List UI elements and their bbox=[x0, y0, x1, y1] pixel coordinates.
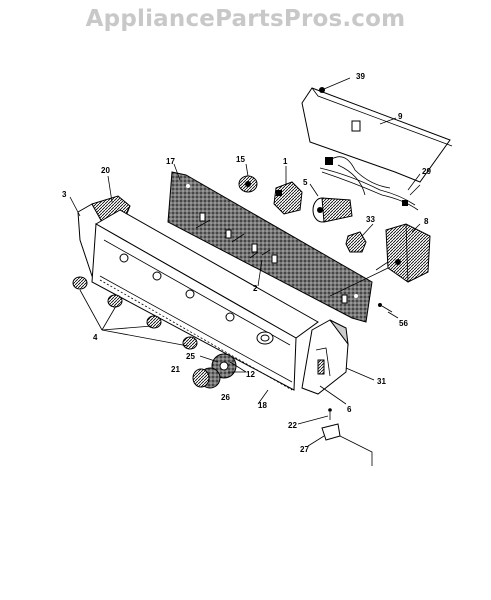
callout-56: 56 bbox=[399, 319, 408, 328]
callout-39: 39 bbox=[356, 72, 365, 81]
part-9-rear-cover bbox=[301, 87, 453, 183]
callout-18: 18 bbox=[258, 401, 267, 410]
part-5-pressure-switch bbox=[312, 197, 353, 223]
part-29-wire-harness bbox=[319, 156, 421, 211]
callout-31: 31 bbox=[377, 377, 386, 386]
part-4-knobs bbox=[72, 276, 198, 350]
callout-20: 20 bbox=[101, 166, 110, 175]
callout-27: 27 bbox=[300, 445, 309, 454]
callout-5: 5 bbox=[303, 178, 308, 187]
callout-2: 2 bbox=[253, 284, 258, 293]
callout-4: 4 bbox=[93, 333, 98, 342]
callout-21: 21 bbox=[171, 365, 180, 374]
part-27-bracket bbox=[321, 423, 373, 466]
callout-25: 25 bbox=[186, 352, 195, 361]
callout-9: 9 bbox=[398, 112, 403, 121]
part-39-screw bbox=[319, 77, 351, 93]
callout-26: 26 bbox=[221, 393, 230, 402]
part-21-knob bbox=[192, 368, 210, 388]
part-1-switch bbox=[273, 181, 303, 215]
watermark: AppliancePartsPros.com bbox=[85, 6, 406, 32]
callout-8: 8 bbox=[424, 217, 429, 226]
callout-1: 1 bbox=[283, 157, 288, 166]
assembly-guide-lines bbox=[99, 219, 389, 391]
part-31-right-end-cap bbox=[301, 319, 349, 395]
callout-3: 3 bbox=[62, 190, 67, 199]
part-22-screw bbox=[328, 408, 332, 420]
part-15-switch bbox=[238, 175, 258, 193]
leader-lines bbox=[69, 117, 421, 447]
part-17-console-panel bbox=[167, 171, 373, 323]
part-56-screw bbox=[378, 303, 393, 313]
callout-33: 33 bbox=[366, 215, 375, 224]
callout-22: 22 bbox=[288, 421, 297, 430]
part-18-console-front bbox=[91, 209, 319, 391]
callout-12: 12 bbox=[246, 370, 255, 379]
callout-17: 17 bbox=[166, 157, 175, 166]
part-8-timer bbox=[375, 223, 431, 283]
callout-labels: 39 9 20 3 17 15 1 5 29 33 8 2 56 4 25 12… bbox=[62, 72, 431, 454]
part-33-switch bbox=[345, 231, 367, 253]
callout-6: 6 bbox=[347, 405, 352, 414]
callout-29: 29 bbox=[422, 167, 431, 176]
callout-15: 15 bbox=[236, 155, 245, 164]
